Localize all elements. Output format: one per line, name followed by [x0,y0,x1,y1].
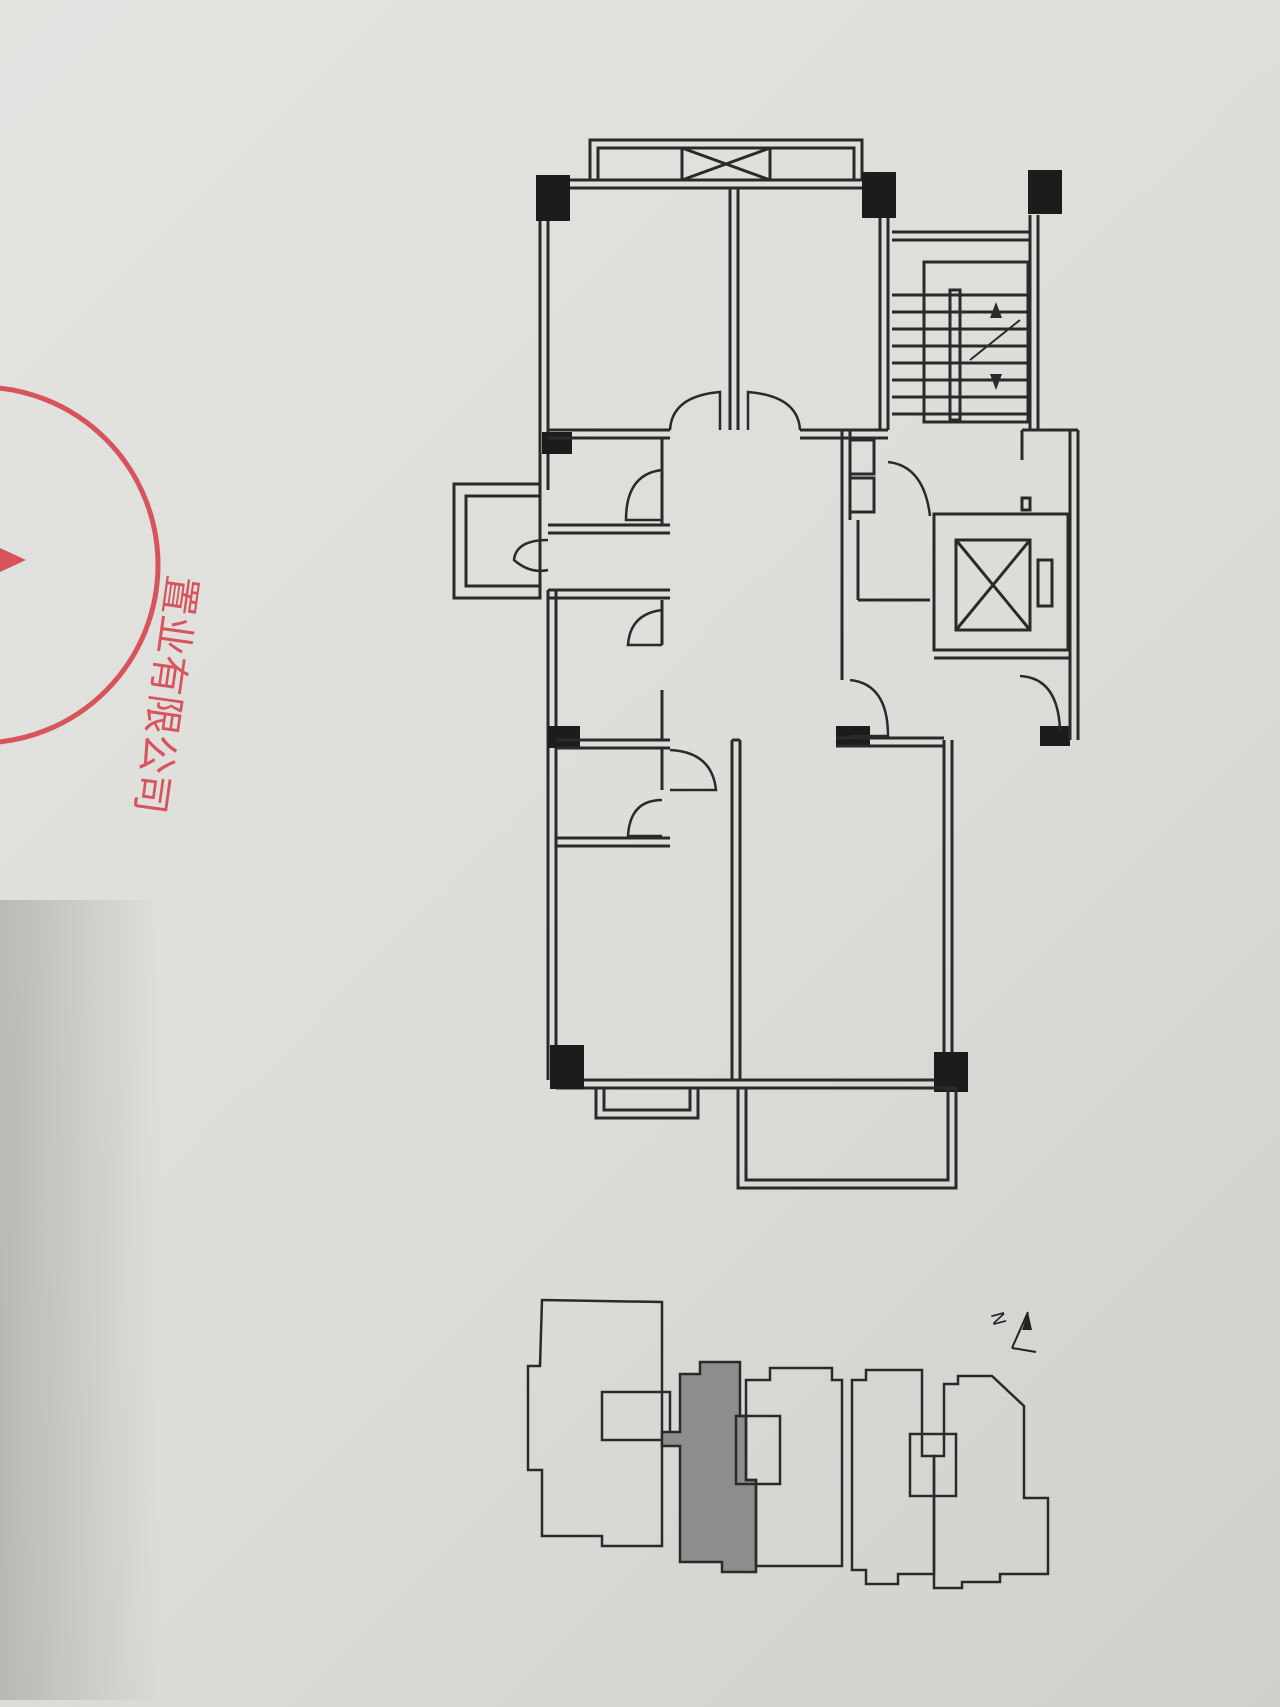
elevator-shaft [954,538,1032,632]
north-arrow-head [1022,1312,1032,1330]
seal-ring [0,385,161,745]
seal-text: 置业有限公司 [126,573,205,817]
interior-walls [548,188,944,1080]
top-balcony [588,138,864,182]
stairwell [892,215,1040,430]
elevator-lobby [840,428,1080,740]
exterior-walls [538,178,954,1090]
key-block-center [744,1366,844,1568]
key-block-west [526,1298,664,1548]
bottom-balcony [594,1086,958,1190]
main-floor-plan [452,138,1080,1190]
north-arrow: N [986,1310,1037,1353]
seal-star [0,548,26,572]
top-shaft [680,146,772,182]
structural-columns [536,170,1070,1092]
key-block-highlighted-unit [660,1360,758,1574]
left-niche [452,482,542,600]
door-swings [512,390,1062,838]
key-block-east-1 [850,1368,936,1586]
company-seal: 置业有限公司 [0,385,205,817]
paper-shadow [0,900,160,1700]
key-block-connector [600,1390,672,1442]
key-block-east-2 [932,1374,1050,1590]
north-arrow-label: N [986,1310,1010,1328]
elevator-enclosure [932,512,1070,652]
key-plan [526,1298,1050,1590]
